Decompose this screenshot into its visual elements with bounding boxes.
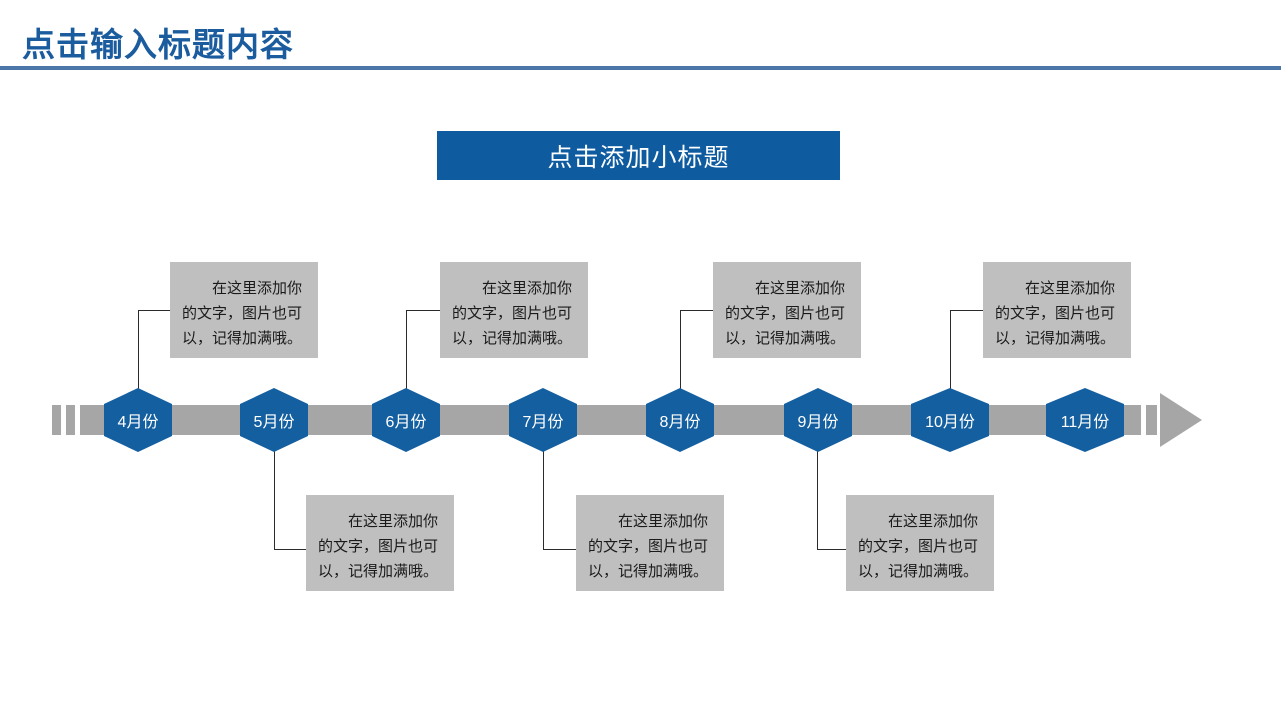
connector-vertical-node-6 xyxy=(817,450,818,549)
timeline-node-3-label: 6月份 xyxy=(385,414,427,431)
timeline-node-2-label: 5月份 xyxy=(253,414,295,431)
note-box-top-4-text: 在这里添加你的文字，图片也可以，记得加满哦。 xyxy=(995,280,1116,347)
connector-vertical-node-3 xyxy=(406,310,407,390)
note-box-bottom-2-text: 在这里添加你的文字，图片也可以，记得加满哦。 xyxy=(588,513,709,580)
timeline-node-1[interactable]: 4月份 xyxy=(104,388,172,452)
connector-horizontal-node-3 xyxy=(406,310,441,311)
timeline-node-1-label: 4月份 xyxy=(117,414,159,431)
connector-vertical-node-4 xyxy=(543,450,544,549)
title-divider xyxy=(0,66,1281,70)
connector-vertical-node-7 xyxy=(950,310,951,390)
note-box-top-2[interactable]: 在这里添加你的文字，图片也可以，记得加满哦。 xyxy=(440,262,588,358)
note-box-top-2-text: 在这里添加你的文字，图片也可以，记得加满哦。 xyxy=(452,280,573,347)
timeline-dash-left-1 xyxy=(52,405,61,435)
timeline-node-8[interactable]: 11月份 xyxy=(1046,388,1124,452)
timeline-dash-right-1 xyxy=(1119,405,1141,435)
note-box-bottom-1-text: 在这里添加你的文字，图片也可以，记得加满哦。 xyxy=(318,513,439,580)
page-title: 点击输入标题内容 xyxy=(22,26,294,63)
timeline-node-3[interactable]: 6月份 xyxy=(372,388,440,452)
timeline-node-4-label: 7月份 xyxy=(522,414,564,431)
timeline-node-4[interactable]: 7月份 xyxy=(509,388,577,452)
timeline-node-2[interactable]: 5月份 xyxy=(240,388,308,452)
right-arrow-icon xyxy=(1160,393,1202,447)
connector-horizontal-node-6 xyxy=(817,549,847,550)
connector-vertical-node-5 xyxy=(680,310,681,390)
timeline-dash-left-2 xyxy=(66,405,75,435)
note-box-top-4[interactable]: 在这里添加你的文字，图片也可以，记得加满哦。 xyxy=(983,262,1131,358)
subtitle-text: 点击添加小标题 xyxy=(547,143,730,172)
timeline-node-6-label: 9月份 xyxy=(797,414,839,431)
timeline-node-7[interactable]: 10月份 xyxy=(911,388,989,452)
timeline-dash-left-3 xyxy=(80,405,94,435)
timeline-dash-right-2 xyxy=(1146,405,1157,435)
note-box-top-3[interactable]: 在这里添加你的文字，图片也可以，记得加满哦。 xyxy=(713,262,861,358)
connector-horizontal-node-4 xyxy=(543,549,577,550)
subtitle-banner[interactable]: 点击添加小标题 xyxy=(437,131,840,180)
note-box-top-1-text: 在这里添加你的文字，图片也可以，记得加满哦。 xyxy=(182,280,303,347)
connector-horizontal-node-5 xyxy=(680,310,714,311)
note-box-bottom-3[interactable]: 在这里添加你的文字，图片也可以，记得加满哦。 xyxy=(846,495,994,591)
connector-horizontal-node-2 xyxy=(274,549,307,550)
note-box-bottom-3-text: 在这里添加你的文字，图片也可以，记得加满哦。 xyxy=(858,513,979,580)
timeline-node-6[interactable]: 9月份 xyxy=(784,388,852,452)
timeline-node-5-label: 8月份 xyxy=(659,414,701,431)
note-box-top-3-text: 在这里添加你的文字，图片也可以，记得加满哦。 xyxy=(725,280,846,347)
timeline-node-7-label: 10月份 xyxy=(925,414,975,431)
note-box-bottom-2[interactable]: 在这里添加你的文字，图片也可以，记得加满哦。 xyxy=(576,495,724,591)
note-box-bottom-1[interactable]: 在这里添加你的文字，图片也可以，记得加满哦。 xyxy=(306,495,454,591)
timeline-node-5[interactable]: 8月份 xyxy=(646,388,714,452)
connector-vertical-node-1 xyxy=(138,310,139,390)
connector-horizontal-node-7 xyxy=(950,310,984,311)
note-box-top-1[interactable]: 在这里添加你的文字，图片也可以，记得加满哦。 xyxy=(170,262,318,358)
connector-horizontal-node-1 xyxy=(138,310,171,311)
connector-vertical-node-2 xyxy=(274,450,275,549)
timeline-node-8-label: 11月份 xyxy=(1060,414,1110,431)
